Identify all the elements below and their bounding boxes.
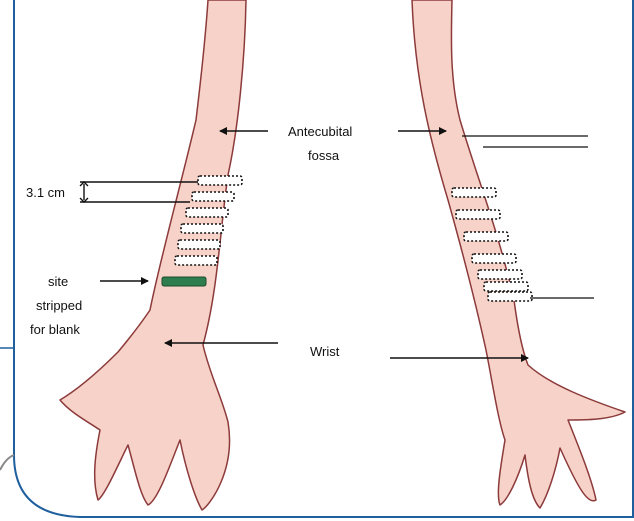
- right-site-7: [488, 292, 532, 301]
- right-site-5: [478, 270, 522, 279]
- label-measure: 3.1 cm: [26, 185, 65, 200]
- left-site-5: [178, 240, 220, 249]
- blank-site: [162, 277, 206, 286]
- label-site-2: stripped: [36, 298, 82, 313]
- right-site-3: [464, 232, 508, 241]
- right-site-6: [484, 282, 528, 291]
- left-site-3: [186, 208, 228, 217]
- label-site-1: site: [48, 274, 68, 289]
- right-site-2: [456, 210, 500, 219]
- left-site-4: [181, 224, 223, 233]
- left-site-6: [175, 256, 217, 265]
- left-site-2: [192, 192, 234, 201]
- left-arm: [60, 0, 246, 510]
- right-site-1: [452, 188, 496, 197]
- right-arm: [412, 0, 625, 508]
- left-site-1: [198, 176, 242, 185]
- label-antecubital-2: fossa: [308, 148, 340, 163]
- right-site-4: [472, 254, 516, 263]
- label-site-3: for blank: [30, 322, 80, 337]
- frame-corner: [0, 455, 14, 470]
- label-antecubital-1: Antecubital: [288, 124, 352, 139]
- label-wrist: Wrist: [310, 344, 340, 359]
